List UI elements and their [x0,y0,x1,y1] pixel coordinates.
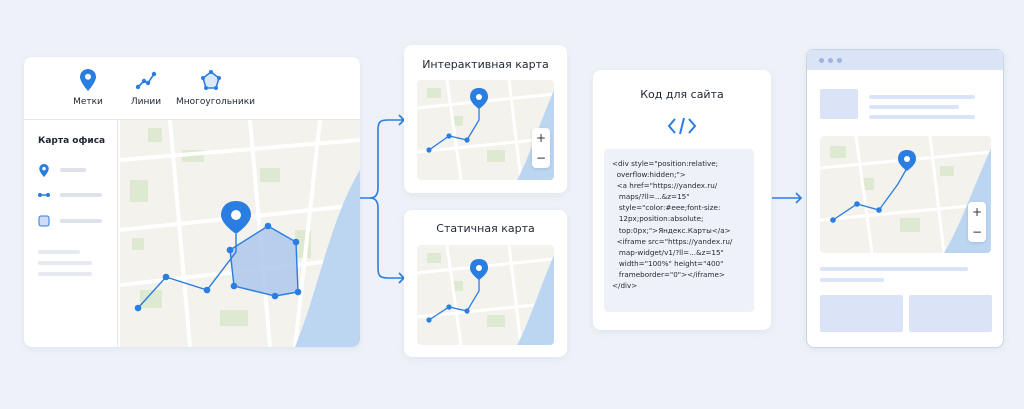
zoom-in-button[interactable]: + [971,205,983,219]
placeholder-text [869,105,959,109]
polyline-icon [135,71,157,90]
code-line: </div> [612,281,638,291]
placeholder-block [909,295,992,332]
window-dot [837,58,842,63]
zoom-out-button[interactable]: − [535,151,547,165]
code-icon [667,117,697,135]
card-title: Статичная карта [436,222,535,235]
code-line: width="100%" height="400" [612,258,724,268]
code-snippet[interactable]: <div style="position:relative; overflow:… [604,149,754,312]
branch-arrows [360,114,406,284]
static-map-card: Статичная карта [404,210,567,357]
line-icon [38,193,50,197]
toolbar-divider [24,119,360,120]
interactive-map-card: Интерактивная карта + − [404,45,567,193]
code-line: <div style="position:relative; [612,159,719,168]
arrow-right-icon [772,192,803,204]
window-dot [819,58,824,63]
pin-icon [80,69,96,91]
code-line: maps/?ll=...&z=15" [612,192,690,202]
code-line: overflow:hidden;"> [612,170,686,180]
code-line: <a href="https://yandex.ru/ [612,181,718,191]
card-title: Интерактивная карта [422,58,549,71]
code-line: <iframe src="https://yandex.ru/ [612,236,733,246]
embedded-map[interactable]: + − [820,136,991,253]
sidebar-item-bar[interactable] [60,193,102,197]
placeholder-text [820,267,968,271]
tool-label: Многоугольники [176,97,256,107]
tool-placemarks[interactable]: Метки [68,69,108,107]
static-map [417,245,554,345]
placeholder-text [820,278,884,282]
code-line: 12px;position:absolute; [612,214,704,224]
zoom-control: + − [532,128,550,168]
code-line: frameborder="0"></iframe> [612,269,725,279]
sidebar-item-bar[interactable] [60,168,86,172]
pin-icon [39,164,49,177]
tool-lines[interactable]: Линии [126,69,166,107]
tool-polygons[interactable]: Многоугольники [176,69,255,107]
sidebar-placeholder [38,272,92,276]
code-line: style="color:#eee;font-size: [612,203,721,213]
interactive-map[interactable]: + − [417,80,554,180]
square-icon [38,215,50,227]
sidebar-placeholder [38,261,92,265]
editor-sidebar: Карта офиса [24,120,118,347]
editor-map[interactable] [120,120,360,347]
embed-code-card: Код для сайта <div style="position:relat… [593,70,771,330]
window-dot [828,58,833,63]
placeholder-text [869,115,975,119]
browser-window: + − [806,49,1004,348]
tool-label: Линии [130,97,162,107]
placeholder-block [820,295,903,332]
browser-titlebar [807,50,1003,70]
code-line: map-widget/v1/?ll=...&z=15" [612,247,724,257]
zoom-out-button[interactable]: − [971,225,983,239]
polygon-icon [201,70,221,90]
code-line: top:0px;">Яндекс.Карты</a> [612,225,731,235]
sidebar-title: Карта офиса [38,136,106,146]
card-title: Код для сайта [640,88,724,101]
zoom-in-button[interactable]: + [535,131,547,145]
zoom-control: + − [968,202,986,242]
sidebar-placeholder [38,250,80,254]
placeholder-text [869,95,975,99]
map-editor-card: Метки Линии Многоугольники Карта офиса [24,57,360,347]
tool-label: Метки [73,97,103,107]
sidebar-item-bar[interactable] [60,219,102,223]
placeholder-image [820,89,858,119]
